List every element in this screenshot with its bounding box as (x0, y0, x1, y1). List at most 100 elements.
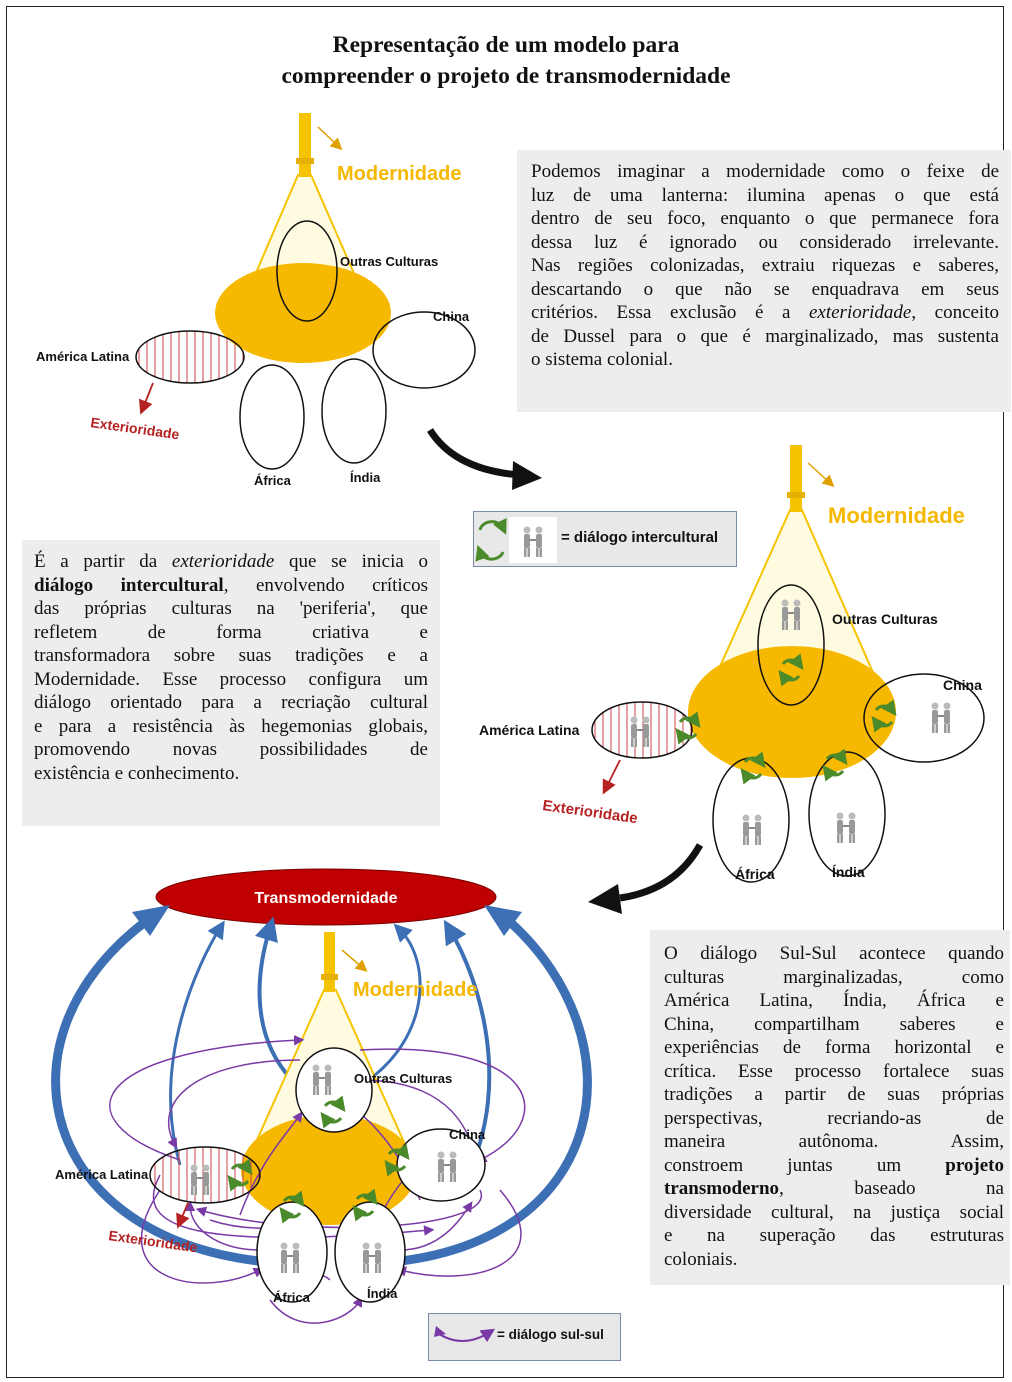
p3-line: China, compartilham saberes e (664, 1013, 1004, 1035)
p2-line: diálogo orientado para a recriação cultu… (34, 692, 428, 713)
label-exterioridade: Exterioridade (90, 414, 181, 442)
p1-line-text: critérios. Essa exclusão é a (531, 302, 809, 323)
modernity-ellipse (688, 646, 896, 778)
ellipse-africa (256, 1201, 328, 1303)
label-america-latina: América Latina (55, 1167, 149, 1182)
ellipse-africa (239, 364, 305, 470)
p2-italic-term: exterioridade (171, 551, 275, 572)
p3-line: maneira autônoma. Assim, (664, 1131, 1004, 1152)
paragraph-intercultural: É a partir da exterioridade que se inici… (22, 540, 440, 826)
legend-intercultural-label: = diálogo intercultural (561, 529, 719, 546)
legend-sul-sul-label: = diálogo sul-sul (497, 1327, 604, 1342)
p2-line-text: É a partir da (34, 551, 172, 572)
label-modernidade: Modernidade (337, 163, 461, 185)
ellipse-india (321, 358, 387, 464)
p3-line: O diálogo Sul-Sul acontece quando (664, 943, 1004, 964)
legend-sul-sul (428, 1313, 621, 1361)
p3-line-text: constroem juntas um (664, 1154, 946, 1176)
p1-line: Nas regiões colonizadas, extraiu riqueza… (531, 255, 999, 276)
p2-line: promovendo novas possibilidades de (34, 739, 428, 760)
p2-line: transformadora sobre suas tradições e a (34, 645, 428, 666)
p3-line: tradições a partir de suas próprias (664, 1084, 1004, 1105)
p1-line: de Dussel para o que é marginalizado, ma… (531, 325, 999, 347)
p2-line: das próprias culturas na 'periferia', qu… (34, 598, 428, 619)
p3-line: transmoderno, baseado na (664, 1177, 1004, 1201)
label-exterioridade: Exterioridade (541, 797, 638, 827)
label-india: Índia (350, 470, 381, 485)
ellipse-outras-culturas (295, 1047, 373, 1133)
p1-line: dessa luz é ignorado ou considerado irre… (531, 231, 999, 253)
p2-bold-term: diálogo intercultural (34, 574, 224, 596)
ellipse-outras-culturas (757, 584, 825, 706)
label-china: China (449, 1127, 486, 1142)
p1-line: luz de uma lanterna: ilumina apenas o qu… (531, 184, 999, 206)
p1-line-text: , conceito (911, 302, 999, 323)
label-transmodernidade: Transmodernidade (254, 890, 397, 907)
label-modernidade: Modernidade (828, 503, 965, 528)
label-outras-culturas: Outras Culturas (340, 254, 438, 269)
p3-line: culturas marginalizadas, como (664, 966, 1004, 988)
diagram-2: Modernidade Outras Culturas China Améric… (479, 445, 985, 883)
p3-line: diversidade cultural, na justiça social (664, 1201, 1004, 1223)
label-africa: África (735, 866, 775, 882)
p3-line: e na superação das estruturas (664, 1225, 1004, 1246)
diagram-3: Transmodernidade (51, 868, 592, 1324)
p2-line: Modernidade. Esse processo configura um (34, 668, 428, 690)
blue-arrow-right (391, 918, 592, 1267)
flashlight-icon (790, 445, 802, 512)
title-line-1: Representação de um modelo para (332, 32, 680, 58)
ellipse-india (334, 1201, 406, 1303)
p1-line: descartando o que não se enquadrava em s… (531, 278, 999, 300)
transition-arrow-2 (619, 843, 704, 902)
ellipse-india (808, 751, 886, 877)
ellipse-america-latina (135, 330, 245, 384)
p1-line: critérios. Essa exclusão é a exteriorida… (531, 301, 999, 325)
p1-line: Podemos imaginar a modernidade como o fe… (531, 161, 999, 182)
p3-line-text: , baseado na (779, 1178, 1004, 1199)
diagram-1: Modernidade Outras Culturas China Améric… (36, 113, 476, 488)
paragraph-modernity: Podemos imaginar a modernidade como o fe… (517, 150, 1011, 412)
label-india: Índia (367, 1286, 398, 1301)
p2-line: É a partir da exterioridade que se inici… (34, 550, 428, 574)
ellipse-china (372, 311, 476, 389)
p3-line: perspectivas, recriando-as de (664, 1107, 1004, 1129)
flashlight-icon (324, 932, 335, 992)
label-outras-culturas: Outras Culturas (832, 611, 938, 627)
p3-line: experiências de forma horizontal e (664, 1037, 1004, 1058)
blue-arrow-left (51, 918, 269, 1267)
label-africa: África (254, 473, 292, 488)
p1-line: dentro de seu foco, enquanto o que perma… (531, 208, 999, 229)
transmodernidade-ellipse (155, 868, 497, 926)
title-line-2: compreender o projeto de transmodernidad… (281, 63, 731, 89)
p3-line: crítica. Esse processo fortalece suas (664, 1060, 1004, 1082)
p2-line: diálogo intercultural, envolvendo crític… (34, 574, 428, 598)
label-america-latina: América Latina (36, 349, 130, 364)
label-india: Índia (832, 864, 865, 880)
p1-line: o sistema colonial. (531, 349, 673, 370)
p3-bold-term: transmoderno (664, 1178, 780, 1199)
modernity-ellipse (215, 263, 391, 363)
page-title: Representação de um modelo para compreen… (0, 30, 1012, 92)
p3-line: coloniais. (664, 1248, 738, 1270)
p2-line: refletem de forma criativa e (34, 621, 428, 643)
p3-line: constroem juntas um projeto (664, 1154, 1004, 1178)
label-outras-culturas: Outras Culturas (354, 1071, 452, 1086)
p2-line: e para a resistência às hegemonias globa… (34, 715, 428, 737)
p1-italic-term: exterioridade (808, 302, 912, 323)
transition-arrow-1 (427, 428, 521, 479)
label-america-latina: América Latina (479, 722, 580, 738)
p3-bold-term: projeto (945, 1154, 1004, 1176)
paragraph-sul-sul: O diálogo Sul-Sul acontece quando cultur… (650, 930, 1010, 1285)
ellipse-outras-culturas (276, 220, 338, 322)
flashlight-icon (299, 113, 311, 177)
p2-line-text: que se inicia o (274, 551, 428, 572)
legend-intercultural-icon (475, 517, 557, 563)
page-frame (6, 6, 1004, 1378)
ellipse-china (863, 673, 985, 763)
label-africa: África (273, 1290, 311, 1305)
label-china: China (943, 677, 982, 693)
label-modernidade: Modernidade (353, 979, 477, 1001)
p3-line: América Latina, Índia, África e (664, 990, 1004, 1011)
label-china: China (433, 309, 470, 324)
